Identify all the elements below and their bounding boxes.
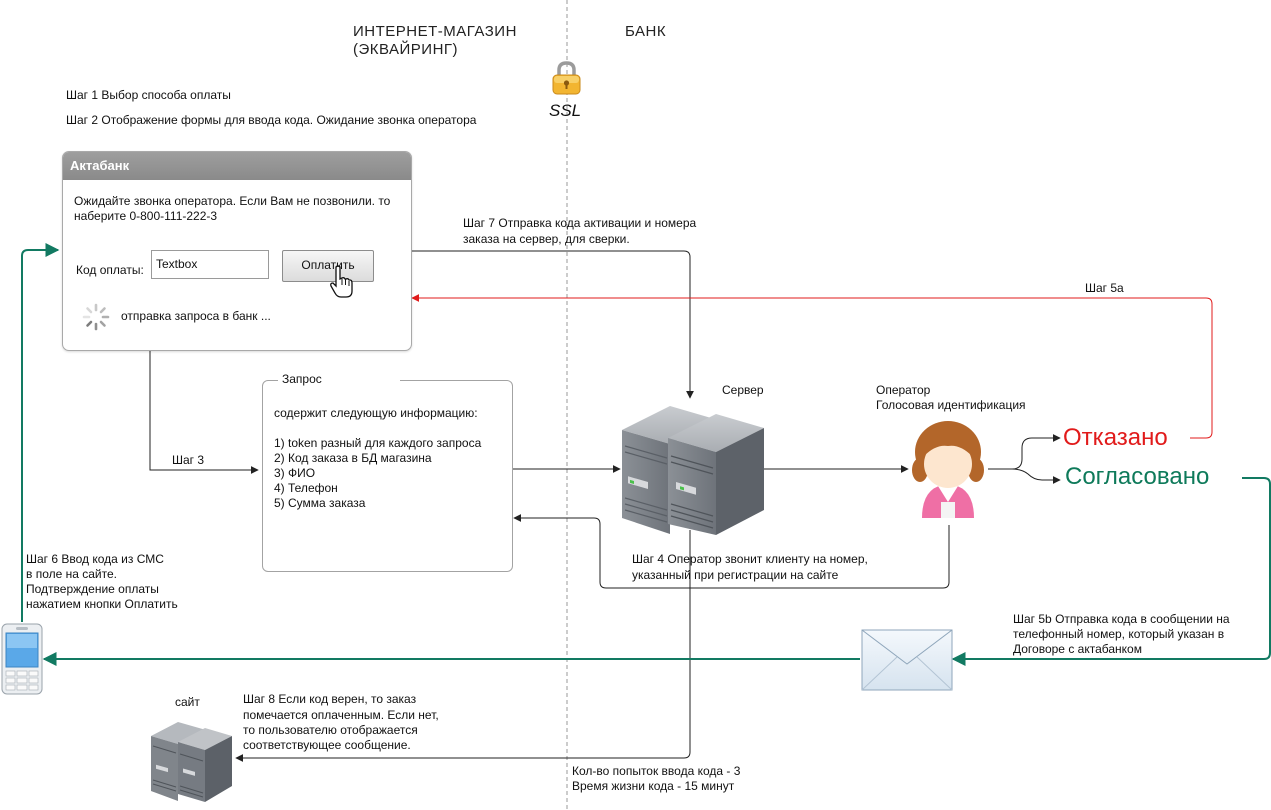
arrow-to-rejected [988, 434, 1061, 470]
step6-label-line1: Шаг 6 Ввод кода из СМС [26, 552, 164, 566]
payment-code-input[interactable]: Textbox [151, 250, 269, 279]
step6-label-line3: Подтверждение оплаты [26, 582, 159, 596]
arrow-step7 [410, 250, 694, 399]
step5b-label-line2: телефонный номер, который указан в [1013, 627, 1225, 641]
arrow-step5a [411, 294, 1213, 439]
step8-label-line3: то пользователю отображается [243, 723, 418, 737]
step4-label-line2: указанный при регистрации на сайте [632, 568, 839, 582]
request-intro: содержит следующую информацию: [274, 406, 478, 420]
step5b-label-line3: Договоре с актабанком [1013, 642, 1142, 656]
approved-outcome: Согласовано [1065, 463, 1210, 490]
operator-avatar-icon [908, 418, 988, 525]
request-title: Запрос [278, 371, 400, 388]
step4-label-line1: Шаг 4 Оператор звонит клиенту на номер, [632, 552, 868, 566]
lock-icon [550, 60, 583, 99]
arrow-step3 [149, 350, 259, 474]
step6-label-line4: нажатием кнопки Оплатить [26, 597, 178, 611]
step7-label-line2: заказа на сервер, для сверки. [463, 232, 630, 246]
request-item-4: 4) Телефон [274, 481, 338, 495]
step8-label-line2: помечается оплаченным. Если нет, [243, 708, 439, 722]
code-lifetime-label: Время жизни кода - 15 минут [572, 779, 735, 793]
hand-cursor-icon [330, 265, 354, 302]
step7-label-line1: Шаг 7 Отправка кода активации и номера [463, 216, 697, 230]
arrow-to-approved [1011, 468, 1061, 484]
step5b-label-line1: Шаг 5b Отправка кода в сообщении на [1013, 612, 1230, 626]
site-label: сайт [175, 695, 200, 709]
request-item-1: 1) token разный для каждого запроса [274, 436, 482, 450]
payment-code-label: Код оплаты: [76, 263, 144, 277]
request-item-5: 5) Сумма заказа [274, 496, 366, 510]
request-item-3: 3) ФИО [274, 466, 316, 480]
server-icon [620, 398, 765, 538]
envelope-icon [861, 629, 953, 694]
mobile-phone-icon [1, 623, 43, 698]
attempts-limit-label: Кол-во попыток ввода кода - 3 [572, 764, 741, 778]
shop-column-title-line1: ИНТЕРНЕТ-МАГАЗИН [353, 23, 517, 40]
site-server-icon [150, 716, 232, 805]
rejected-outcome: Отказано [1063, 424, 1168, 451]
shop-column-title-line2: (ЭКВАЙРИНГ) [353, 41, 459, 58]
loading-spinner-icon [81, 302, 111, 335]
request-status-label: отправка запроса в банк ... [121, 309, 271, 323]
operator-label-line1: Оператор [876, 383, 931, 397]
request-box [262, 380, 513, 572]
bank-payment-window: Актабанк Ожидайте звонка оператора. Если… [62, 151, 412, 351]
bank-column-title: БАНК [625, 23, 667, 40]
arrow-step6 [21, 243, 60, 622]
window-title: Актабанк [63, 152, 411, 180]
arrow-step5b [951, 477, 1271, 666]
ssl-label: SSL [549, 101, 582, 120]
step8-label-line4: соответствующее сообщение. [243, 738, 411, 752]
server-label: Сервер [722, 383, 764, 397]
step6-label-line2: в поле на сайте. [26, 567, 118, 581]
step3-label: Шаг 3 [172, 453, 205, 467]
arrow-step8 [235, 530, 691, 762]
step5a-label: Шаг 5a [1085, 281, 1124, 295]
operator-label-line2: Голосовая идентификация [876, 398, 1026, 412]
request-item-2: 2) Код заказа в БД магазина [274, 451, 432, 465]
arrow-step4 [513, 514, 950, 589]
step1-label: Шаг 1 Выбор способа оплаты [66, 88, 231, 102]
step8-label-line1: Шаг 8 Если код верен, то заказ [243, 692, 417, 706]
pay-button[interactable]: Оплатить [282, 250, 374, 282]
step2-label: Шаг 2 Отображение формы для ввода кода. … [66, 113, 477, 127]
window-message: Ожидайте звонка оператора. Если Вам не п… [74, 194, 391, 223]
